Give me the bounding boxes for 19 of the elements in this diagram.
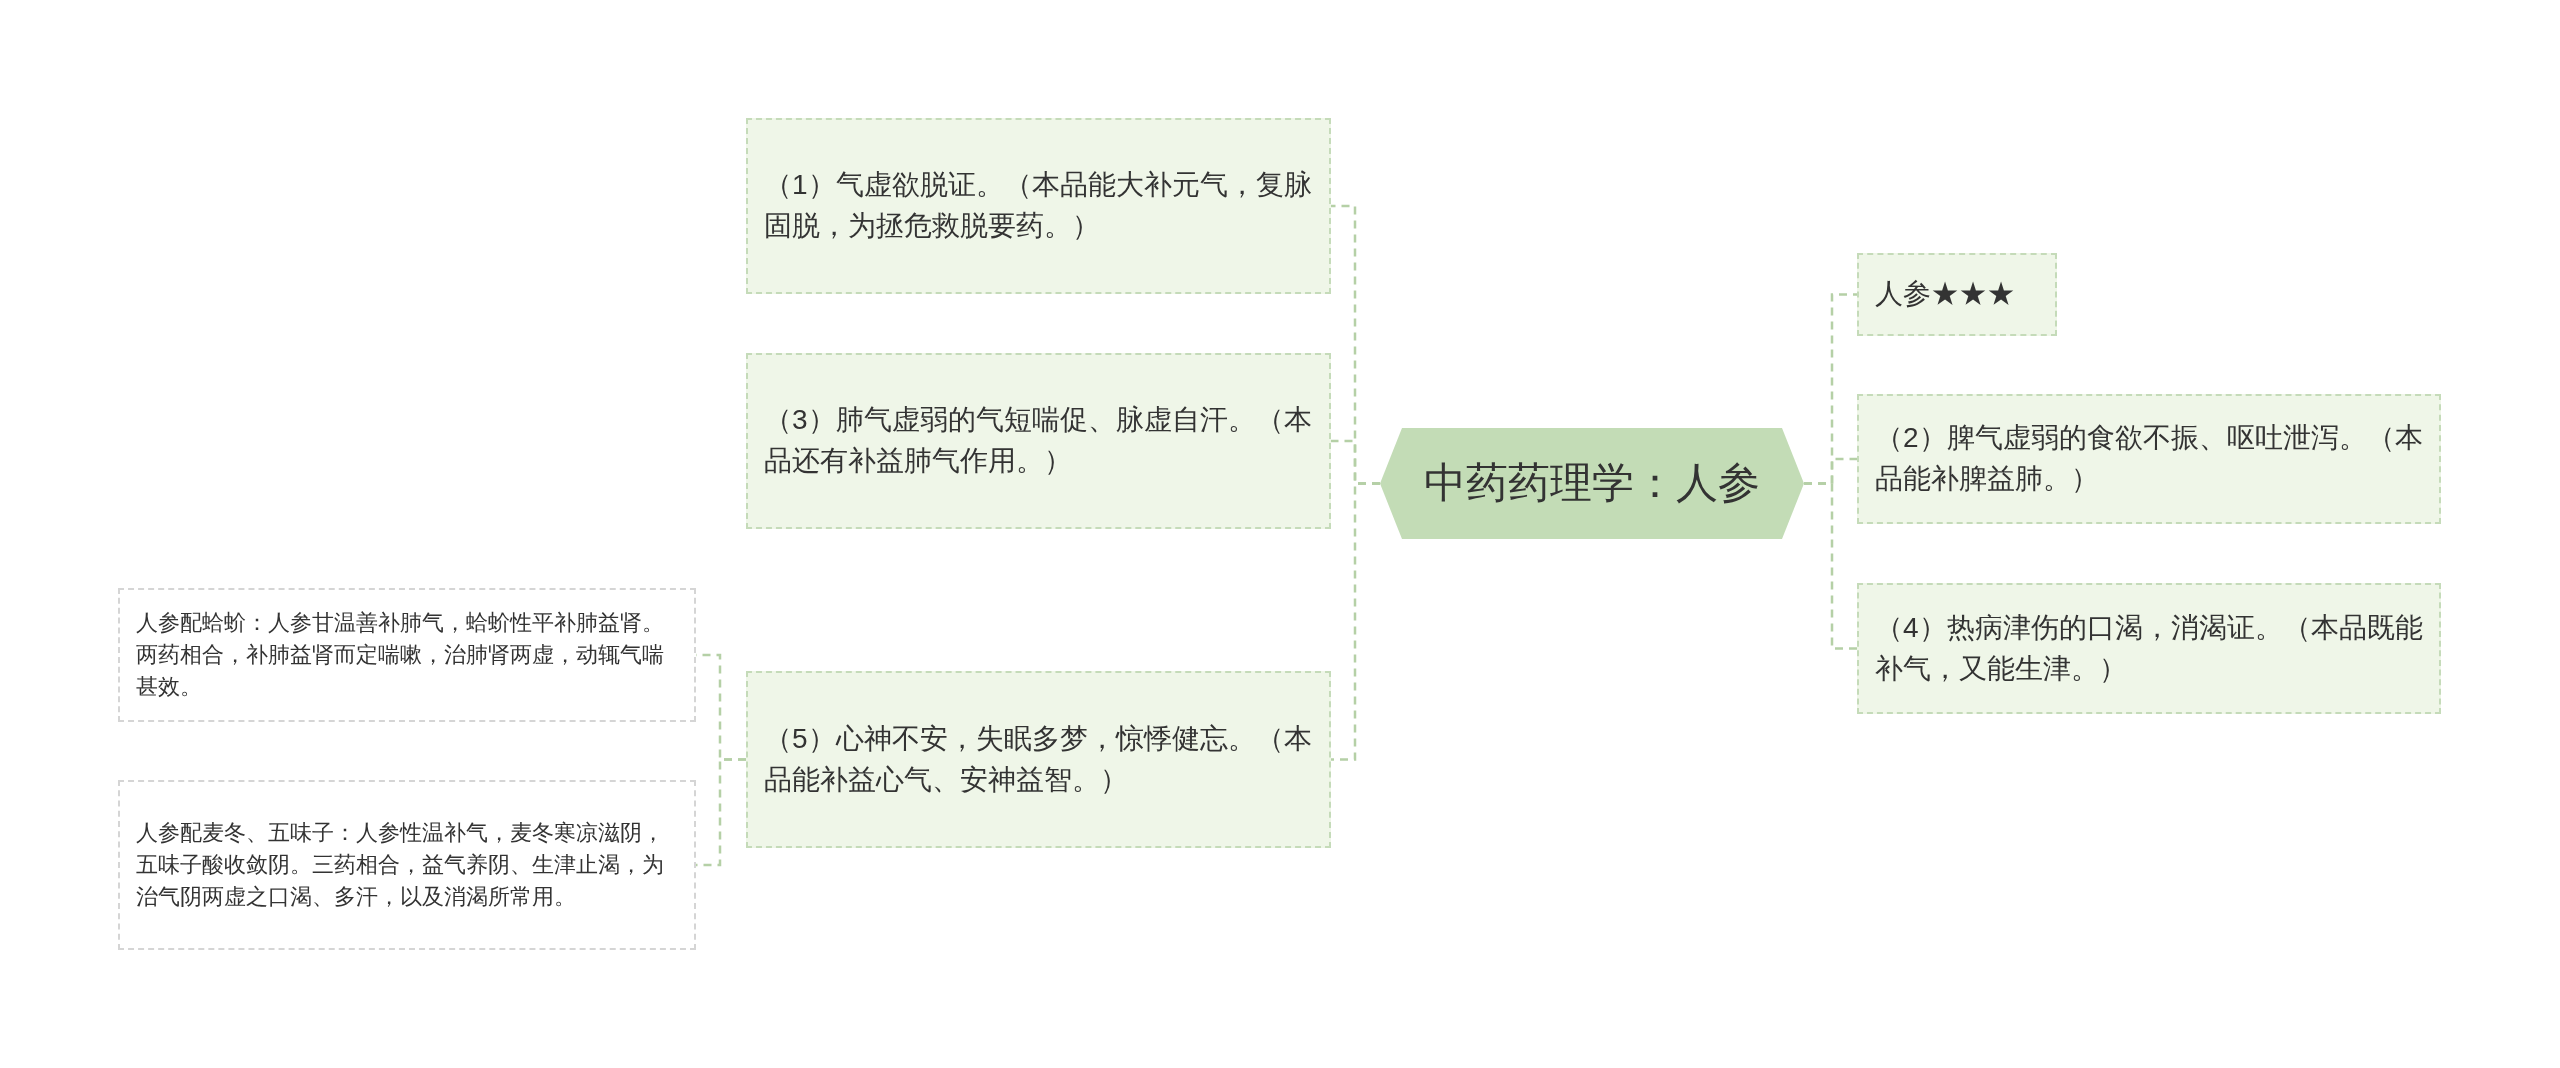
topic-box bbox=[1857, 394, 2441, 524]
topic-box bbox=[1857, 253, 2057, 336]
topic-text: （5）心神不安，失眠多梦，惊悸健忘。（本品能补益心气、安神益智。） bbox=[764, 721, 1313, 797]
topic-text: （3）肺气虚弱的气短喘促、脉虚自汗。（本品还有补益肺气作用。） bbox=[764, 403, 1313, 478]
topic-box bbox=[1857, 583, 2441, 714]
topic-text: （4）热病津伤的口渴，消渴证。（本品既能补气，又能生津。） bbox=[1875, 610, 2423, 686]
connector-line bbox=[1331, 482, 1380, 761]
topic-text: （1）气虚欲脱证。（本品能大补元气，复脉固脱，为拯危救脱要药。） bbox=[764, 168, 1313, 243]
topic-box bbox=[746, 353, 1331, 529]
topic-text: 人参配麦冬、五味子：人参性温补气，麦冬寒凉滋阴，五味子酸收敛阴。三药相合，益气养阴、生津止渴，为治气阴两虚之口渴、多汗，以及消渴所常用。 bbox=[136, 819, 665, 911]
topic-title: 中药药理学：人参 bbox=[1424, 458, 1760, 509]
topic-box bbox=[746, 118, 1331, 294]
note-box bbox=[118, 588, 696, 722]
topic-text: 人参★★★ bbox=[1875, 277, 2016, 312]
note-box bbox=[118, 780, 696, 950]
topic-box bbox=[746, 671, 1331, 848]
connector-line bbox=[1804, 482, 1857, 650]
topic-text: 人参配蛤蚧：人参甘温善补肺气，蛤蚧性平补肺益肾。两药相合，补肺益肾而定喘嗽，治肺肾两虚，动辄气喘甚效。 bbox=[136, 609, 665, 701]
topic-text: （2）脾气虚弱的食欲不振、呕吐泄泻。（本品能补脾益肺。） bbox=[1875, 421, 2423, 496]
